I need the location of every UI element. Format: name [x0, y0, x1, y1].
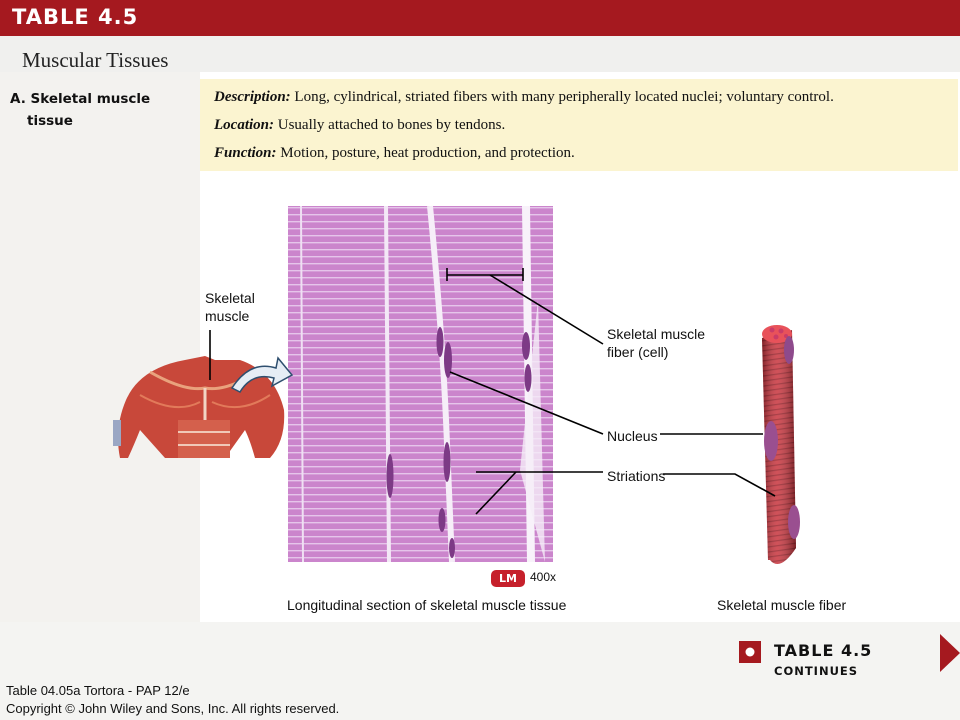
continues-main: TABLE 4.5 — [774, 641, 873, 660]
label-skeletal-muscle: Skeletal muscle — [205, 289, 255, 325]
label-fiber-line2: fiber (cell) — [607, 344, 669, 360]
label-skeletal-line1: Skeletal — [205, 290, 255, 306]
arrow-icon — [230, 356, 294, 393]
header-bar: TABLE 4.5 — [0, 0, 960, 36]
tissue-label-line1: A. Skeletal muscle — [10, 91, 151, 107]
label-muscle-fiber: Skeletal muscle fiber (cell) — [607, 325, 705, 361]
function-text: Motion, posture, heat production, and pr… — [276, 145, 575, 161]
location-key: Location: — [214, 117, 274, 133]
title-band — [0, 36, 960, 72]
caption-fiber: Skeletal muscle fiber — [717, 597, 847, 613]
label-skeletal-line2: muscle — [205, 308, 250, 324]
section-title: Muscular Tissues — [22, 48, 169, 72]
nucleus-shapes — [386, 327, 532, 558]
label-striations: Striations — [607, 468, 666, 484]
function-key: Function: — [214, 145, 277, 161]
description-line: Description: Long, cylindrical, striated… — [214, 89, 834, 106]
location-line: Location: Usually attached to bones by t… — [214, 117, 505, 134]
description-box: Description: Long, cylindrical, striated… — [200, 79, 958, 171]
footer-line1: Table 04.05a Tortora - PAP 12/e — [6, 683, 190, 698]
bullet-square-icon — [739, 641, 761, 663]
leader-lines — [209, 268, 776, 515]
muscle-fiber-illustration — [762, 325, 800, 564]
magnification: 400x — [530, 570, 557, 584]
footer-line2: Copyright © John Wiley and Sons, Inc. Al… — [6, 701, 340, 716]
table-title: TABLE 4.5 — [12, 5, 139, 29]
location-text: Usually attached to bones by tendons. — [274, 117, 506, 133]
label-nucleus: Nucleus — [607, 428, 658, 444]
continues-small: CONTINUES — [774, 664, 859, 678]
function-line: Function: Motion, posture, heat producti… — [214, 145, 575, 162]
tissue-label: A. Skeletal muscle tissue — [10, 88, 180, 132]
footer-bar — [0, 622, 960, 720]
description-key: Description: — [214, 89, 291, 105]
micrograph — [288, 205, 553, 563]
caption-micrograph: Longitudinal section of skeletal muscle … — [287, 597, 567, 613]
figure-illustration — [113, 205, 800, 564]
label-fiber-line1: Skeletal muscle — [607, 326, 706, 342]
description-text: Long, cylindrical, striated fibers with … — [290, 89, 834, 105]
left-column — [0, 72, 200, 622]
table-continues: TABLE 4.5 CONTINUES — [774, 641, 960, 679]
tissue-label-line2: tissue — [27, 113, 73, 129]
next-arrow-icon[interactable] — [940, 634, 960, 672]
lm-badge: LM — [491, 570, 525, 587]
